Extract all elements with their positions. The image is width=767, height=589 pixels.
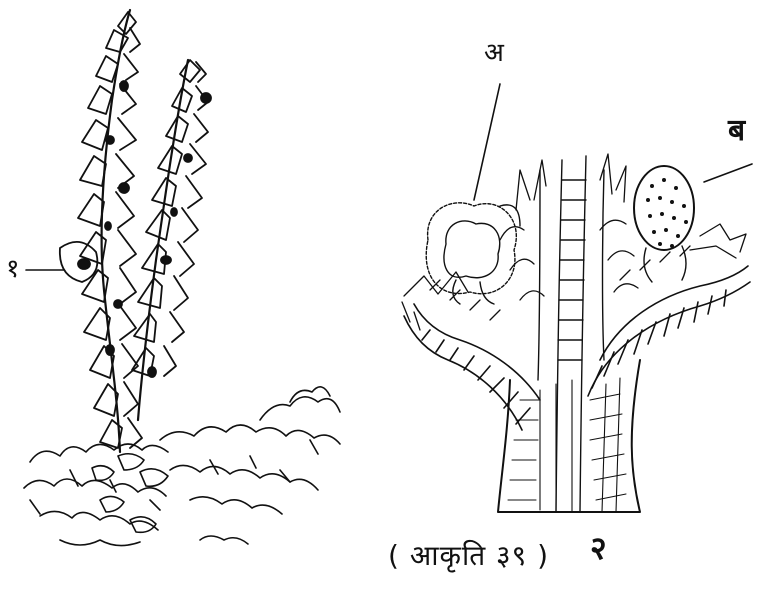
left-ladder-band [404,304,540,430]
pointer-line-a [474,84,500,200]
right-ladder-band [588,266,750,396]
section-stalk-cells [508,378,626,512]
figure-caption: ( आकृति ३९ ) [388,542,549,570]
section-drawing [402,84,752,512]
moss-base-clump [24,387,340,546]
right-shoot-leaves [132,60,211,377]
cluster-a-organs [426,203,520,304]
part-b-label: ब [728,116,745,146]
right-shoot-stem [138,60,188,420]
left-plant-marker-label: १ [6,256,20,282]
moss-plant-drawing [24,10,340,546]
central-strand [538,156,604,512]
pointer-line-b [704,164,752,182]
section-number-label: २ [590,532,607,564]
organ-b [634,166,694,282]
part-a-label: अ [484,40,504,66]
